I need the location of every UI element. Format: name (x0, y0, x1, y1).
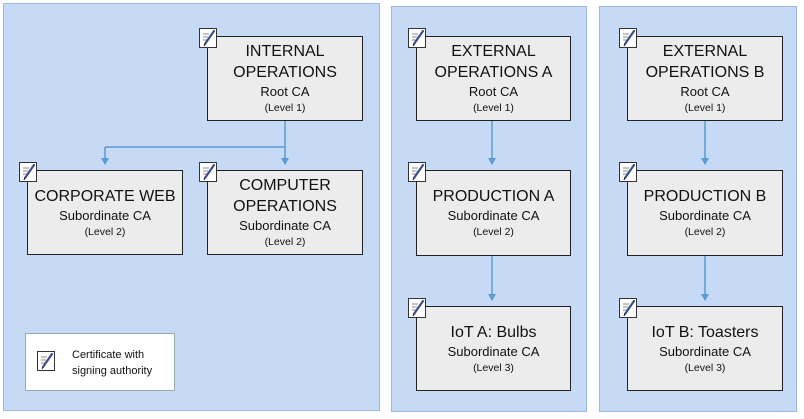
certificate-pen-icon (199, 28, 217, 48)
node-computer-operations: COMPUTER OPERATIONS Subordinate CA (Leve… (207, 170, 363, 255)
certificate-pen-icon (619, 162, 637, 182)
legend: Certificate with signing authority (25, 333, 175, 391)
node-title: IoT A: Bulbs (450, 323, 537, 341)
node-production-b: PRODUCTION B Subordinate CA (Level 2) (627, 170, 783, 256)
connector-internal-split (105, 121, 286, 148)
node-external-operations-b: EXTERNAL OPERATIONS B Root CA (Level 1) (627, 36, 783, 121)
node-title: INTERNAL OPERATIONS (233, 43, 337, 81)
node-type: Root CA (680, 84, 730, 99)
node-title: COMPUTER OPERATIONS (233, 177, 337, 215)
node-level: (Level 1) (264, 102, 306, 114)
node-level: (Level 1) (684, 102, 726, 114)
node-type: Subordinate CA (447, 208, 540, 223)
certificate-pen-icon (19, 162, 37, 182)
node-type: Subordinate CA (59, 207, 151, 223)
node-title: CORPORATE WEB (34, 187, 176, 205)
node-type: Subordinate CA (239, 218, 331, 233)
node-level: (Level 2) (264, 236, 306, 248)
node-title: PRODUCTION A (432, 188, 555, 205)
node-title: EXTERNAL OPERATIONS A (434, 43, 553, 81)
node-level: (Level 1) (473, 102, 514, 114)
node-internal-operations: INTERNAL OPERATIONS Root CA (Level 1) (207, 36, 363, 121)
node-level: (Level 2) (684, 226, 726, 238)
certificate-pen-icon (199, 162, 217, 182)
certificate-pen-icon (37, 351, 55, 371)
node-type: Subordinate CA (659, 208, 751, 223)
node-title: PRODUCTION B (643, 188, 767, 205)
certificate-pen-icon (408, 28, 426, 48)
node-type: Subordinate CA (659, 343, 751, 359)
node-level: (Level 3) (473, 361, 514, 374)
certificate-pen-icon (408, 298, 426, 318)
legend-text: Certificate with signing authority (72, 349, 153, 377)
node-iot-b-toasters: IoT B: Toasters Subordinate CA (Level 3) (627, 306, 783, 391)
node-level: (Level 3) (684, 361, 726, 374)
node-title: IoT B: Toasters (651, 323, 759, 341)
node-level: (Level 2) (84, 225, 126, 238)
node-type: Root CA (468, 84, 519, 99)
node-type: Root CA (260, 84, 310, 99)
certificate-pen-icon (619, 298, 637, 318)
certificate-pen-icon (619, 28, 637, 48)
node-corporate-web: CORPORATE WEB Subordinate CA (Level 2) (27, 170, 183, 255)
node-title: EXTERNAL OPERATIONS B (645, 43, 765, 81)
certificate-pen-icon (408, 162, 426, 182)
node-production-a: PRODUCTION A Subordinate CA (Level 2) (416, 170, 571, 256)
node-type: Subordinate CA (447, 343, 540, 359)
node-external-operations-a: EXTERNAL OPERATIONS A Root CA (Level 1) (416, 36, 571, 121)
node-iot-a-bulbs: IoT A: Bulbs Subordinate CA (Level 3) (416, 306, 571, 391)
node-level: (Level 2) (473, 226, 514, 238)
